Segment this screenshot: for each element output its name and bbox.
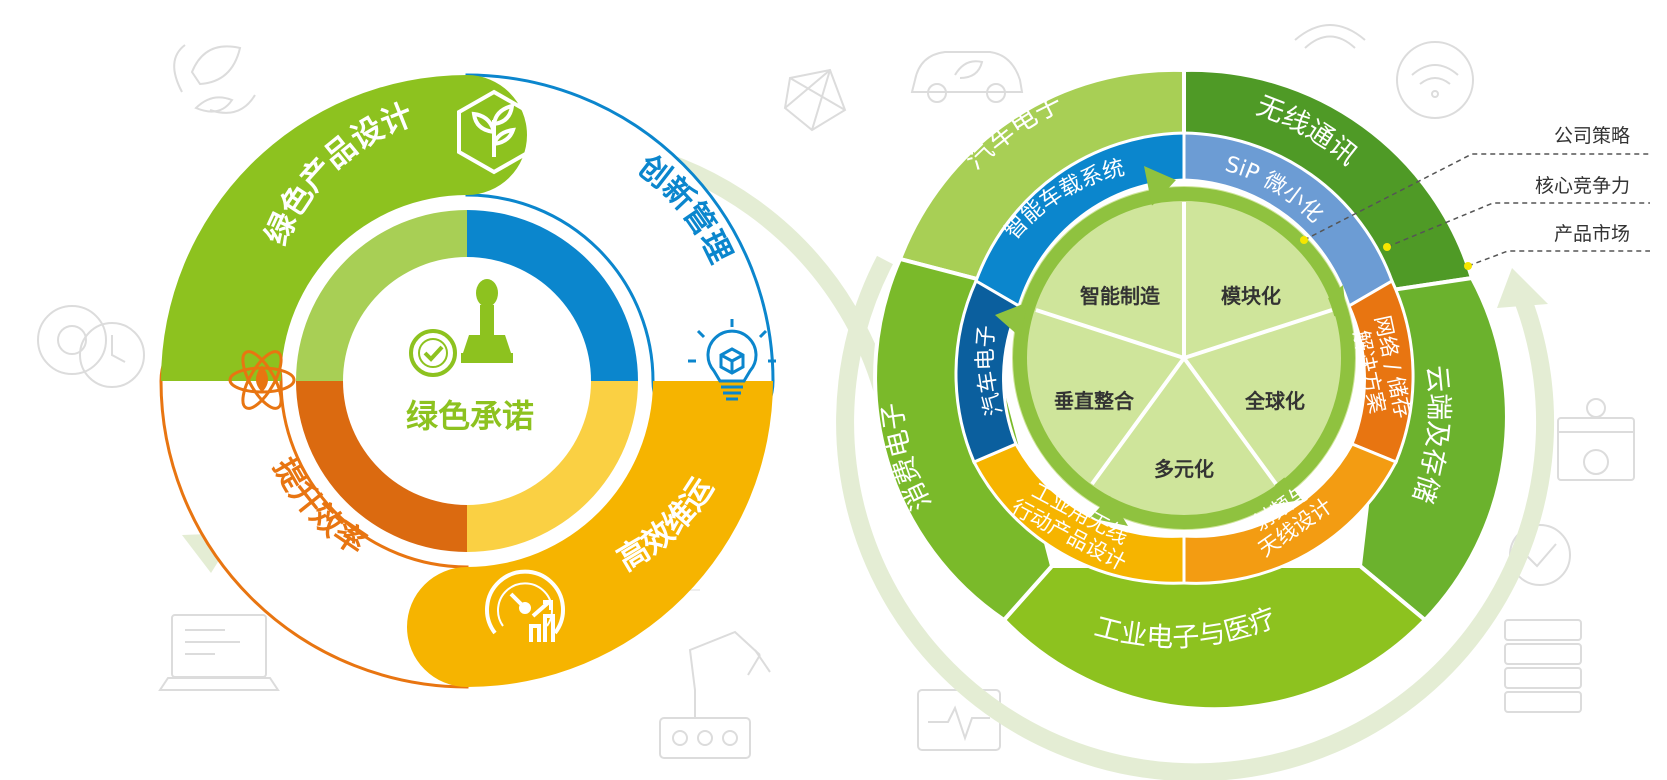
- center-disc: [343, 257, 591, 505]
- right-cycle-arrowhead: [1497, 268, 1548, 308]
- inner-donut: [296, 210, 638, 552]
- plant-recycle-icon: [173, 44, 256, 114]
- strategy-diagram: 智能制造 模块化 全球化 多元化 垂直整合 智能车载系统 SiP 微小化 汽车电…: [836, 67, 1650, 780]
- core-globalization: 全球化: [1244, 389, 1305, 413]
- network-triangle-icon: [783, 68, 847, 132]
- ring-arrowhead: [1268, 472, 1302, 505]
- atom-leaf-icon: [228, 350, 296, 410]
- outer-sector-auto-electronics: [897, 67, 1186, 282]
- ring-arrowhead: [1144, 166, 1176, 206]
- car-leaf-icon: [910, 51, 1024, 103]
- core-modularization: 模块化: [1221, 284, 1281, 308]
- laptop-icon: [158, 614, 280, 691]
- core-vertical-integration: 垂直整合: [1054, 389, 1135, 413]
- core-disc: [1028, 202, 1340, 514]
- core-smart-manufacturing: 智能制造: [1080, 284, 1161, 308]
- leaf-cube-icon: [457, 89, 531, 175]
- gear-clock-icon: [37, 305, 145, 388]
- green-commitment-diagram: 绿色承诺 绿色产品设计 创新管理 高效维运 提升效率: [159, 73, 901, 689]
- legend: 公司策略 核心竞争力 产品市场: [1300, 125, 1650, 270]
- outer-sector-industrial-medical: [1001, 564, 1428, 712]
- lightbulb-cube-icon: [688, 319, 776, 401]
- ring-arrowhead: [1090, 496, 1128, 526]
- middle-sector-auto-electronics: [954, 278, 1021, 464]
- server-icon: [1504, 619, 1582, 713]
- legend-dot: [1300, 236, 1308, 244]
- middle-ring: [954, 131, 1415, 585]
- ring-arrowhead: [995, 302, 1028, 337]
- segment-shape: [161, 75, 527, 381]
- wifi-icon: [1294, 24, 1474, 119]
- legend-dot: [1383, 243, 1391, 251]
- right-cycle-arrow: [836, 255, 1555, 780]
- center-title: 绿色承诺: [406, 397, 534, 435]
- legend-product-market: 产品市场: [1554, 223, 1630, 245]
- stamp-check-icon: [409, 279, 513, 377]
- browser-gear-icon: [1557, 398, 1635, 481]
- legend-dot: [1464, 262, 1472, 270]
- outer-sector-wireless-comm: [1182, 67, 1475, 293]
- legend-leader-company-strategy: [1303, 153, 1650, 241]
- segment-green-product-design: [161, 75, 527, 381]
- legend-leader-product-market: [1467, 250, 1650, 267]
- legend-leader-core-competence: [1386, 202, 1650, 248]
- outer-sector-consumer-electronics: [873, 256, 1055, 623]
- gauge-growth-icon: [485, 569, 565, 642]
- core-diversification: 多元化: [1154, 457, 1214, 481]
- robot-arm-icon: [659, 630, 771, 759]
- legend-company-strategy: 公司策略: [1554, 125, 1630, 147]
- legend-core-competence: 核心竞争力: [1535, 175, 1630, 197]
